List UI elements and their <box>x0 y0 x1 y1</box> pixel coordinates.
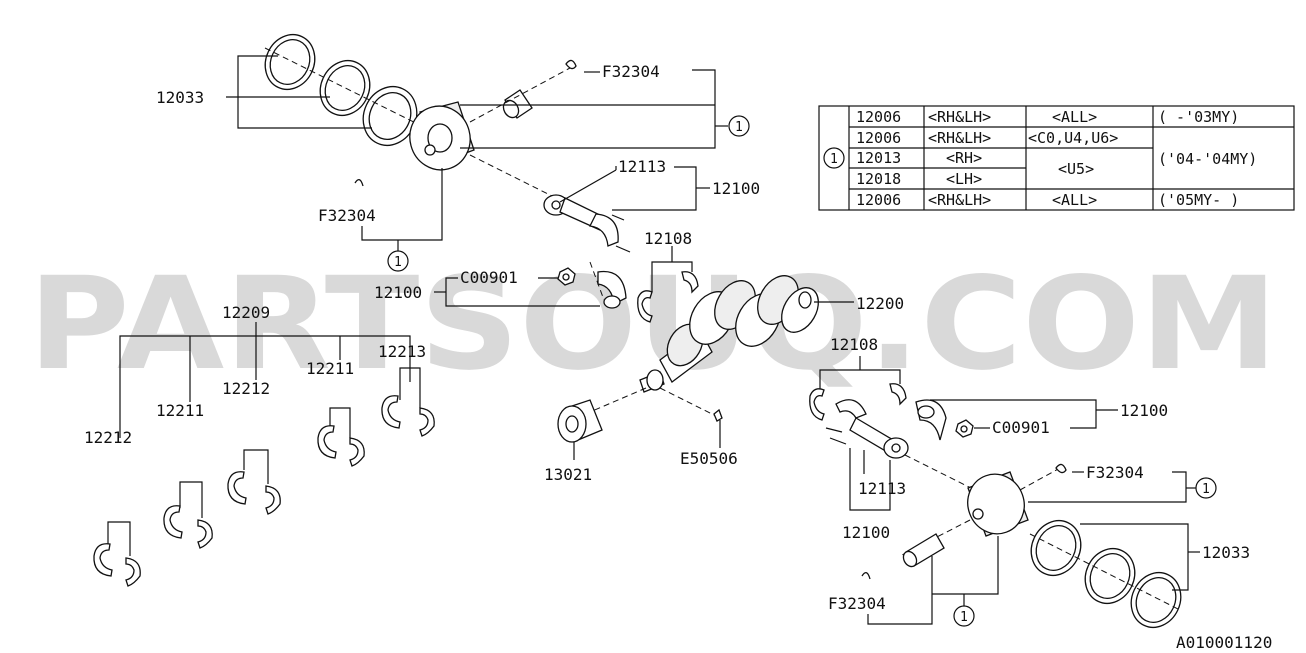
table-cell-r0-c2: <ALL> <box>1052 108 1097 126</box>
table-cell-r2-c2: <U5> <box>1058 160 1094 178</box>
table-cell-r0-c3: ( -'03MY) <box>1158 108 1239 126</box>
main-bearing-12211-left[interactable] <box>163 505 213 549</box>
table-cell-r0-c1: <RH&LH> <box>928 108 991 126</box>
pin-clip-top-left[interactable] <box>354 179 364 187</box>
label-12113-top: 12113 <box>618 157 666 176</box>
label-12212-right: 12212 <box>222 379 270 398</box>
label-12211-right: 12211 <box>306 359 354 378</box>
pin-clip-bottom-left[interactable] <box>861 572 871 580</box>
figure-code: A010001120 <box>1176 633 1272 652</box>
callout-1-top-left <box>387 250 409 272</box>
main-bearing-12212-right[interactable] <box>227 471 281 515</box>
label-f32304-bottom: F32304 <box>1086 463 1144 482</box>
table-cell-r3-c1: <LH> <box>946 170 982 188</box>
rod-bearing-top[interactable] <box>637 271 699 323</box>
main-bearing-12211-right[interactable] <box>317 425 365 467</box>
label-12100-mid: 12100 <box>374 283 422 302</box>
callout-1-bottom-right <box>1195 477 1217 499</box>
crank-sprocket[interactable] <box>557 399 603 443</box>
label-12113-bottom: 12113 <box>858 479 906 498</box>
label-12209: 12209 <box>222 303 270 322</box>
label-12100-bottom: 12100 <box>842 523 890 542</box>
table-cell-r1-c1: <RH&LH> <box>928 129 991 147</box>
callout-1-bottom <box>953 605 975 627</box>
callout-1-top <box>728 115 750 137</box>
table-cell-r3-c0: 12018 <box>856 170 901 188</box>
table-cell-r1-c2: <C0,U4,U6> <box>1028 129 1118 147</box>
label-13021: 13021 <box>544 465 592 484</box>
label-12108-bottom: 12108 <box>830 335 878 354</box>
label-12033-top: 12033 <box>156 88 204 107</box>
pin-clip-top[interactable] <box>565 59 577 70</box>
label-12108-top: 12108 <box>644 229 692 248</box>
rod-cap-bottom[interactable] <box>915 399 947 441</box>
label-c00901-top: C00901 <box>460 268 518 287</box>
rod-cap-top[interactable] <box>597 270 627 309</box>
piston-table: 1 12006 <RH&LH> <ALL> ( -'03MY) 12006 <R… <box>818 105 1295 211</box>
piston-pin-bottom[interactable] <box>901 533 945 569</box>
label-f32304-top: F32304 <box>602 62 660 81</box>
main-bearing-12213[interactable] <box>381 395 435 437</box>
svg-text:1: 1 <box>394 255 402 270</box>
pin-clip-bottom[interactable] <box>1055 463 1067 474</box>
table-cell-r2-c0: 12013 <box>856 149 901 167</box>
piston-bottom[interactable] <box>959 466 1032 542</box>
label-12211-left: 12211 <box>156 401 204 420</box>
table-cell-r4-c0: 12006 <box>856 191 901 209</box>
crankshaft[interactable] <box>639 268 826 393</box>
connecting-rod-top[interactable] <box>543 194 631 253</box>
label-12200: 12200 <box>856 294 904 313</box>
table-cell-r4-c1: <RH&LH> <box>928 191 991 209</box>
label-12100-right: 12100 <box>1120 401 1168 420</box>
table-cell-r4-c3: ('05MY- ) <box>1158 191 1239 209</box>
table-cell-r0-c0: 12006 <box>856 108 901 126</box>
connecting-rod-bottom[interactable] <box>825 399 909 459</box>
table-cell-r1-c3: ('04-'04MY) <box>1158 150 1257 168</box>
label-12033-bottom: 12033 <box>1202 543 1250 562</box>
table-cell-r4-c2: <ALL> <box>1052 191 1097 209</box>
svg-text:1: 1 <box>1202 482 1210 497</box>
label-c00901-bottom: C00901 <box>992 418 1050 437</box>
label-12100-top: 12100 <box>712 179 760 198</box>
svg-text:1: 1 <box>735 120 743 135</box>
label-f32304-bottom-left: F32304 <box>828 594 886 613</box>
svg-text:1: 1 <box>830 152 838 167</box>
piston-rings-bottom[interactable] <box>1022 512 1189 635</box>
label-f32304-top-left: F32304 <box>318 206 376 225</box>
table-cell-r2-c1: <RH> <box>946 149 982 167</box>
rod-bearing-bottom[interactable] <box>809 383 907 421</box>
label-e50506: E50506 <box>680 449 738 468</box>
label-12213: 12213 <box>378 342 426 361</box>
table-callout-1 <box>823 147 845 169</box>
piston-rings-top[interactable] <box>256 26 426 154</box>
label-12212-left: 12212 <box>84 428 132 447</box>
svg-text:1: 1 <box>960 610 968 625</box>
crank-key[interactable] <box>713 408 723 422</box>
table-cell-r1-c0: 12006 <box>856 129 901 147</box>
main-bearing-12212-left[interactable] <box>93 543 141 587</box>
